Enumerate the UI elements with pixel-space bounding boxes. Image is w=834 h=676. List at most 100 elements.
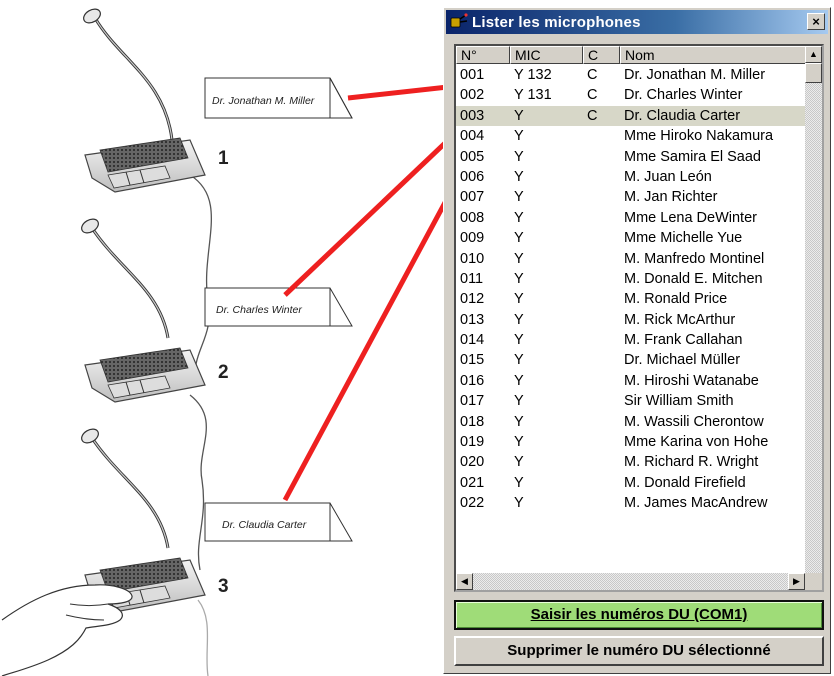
cell-nom: M. Frank Callahan: [624, 332, 743, 349]
cell-no: 013: [460, 311, 485, 328]
cell-mic: Y: [514, 474, 524, 491]
cell-mic: Y: [514, 495, 524, 512]
cell-nom: M. Donald E. Mitchen: [624, 270, 763, 287]
cell-nom: Mme Samira El Saad: [624, 148, 761, 165]
cell-no: 002: [460, 87, 485, 104]
close-button[interactable]: ×: [807, 13, 825, 30]
cell-mic: Y 131: [514, 87, 552, 104]
cell-no: 001: [460, 67, 485, 83]
seat-number-3: 3: [218, 576, 229, 597]
column-headers: N° MIC C Nom: [456, 46, 807, 64]
header-c[interactable]: C: [583, 46, 620, 64]
cell-mic: Y: [514, 434, 524, 451]
cell-mic: Y: [514, 352, 524, 369]
cell-c: C: [587, 107, 598, 124]
cell-nom: Sir William Smith: [624, 393, 734, 410]
cell-c: [583, 432, 620, 452]
cell-c: [583, 371, 620, 391]
header-nom[interactable]: Nom: [620, 46, 807, 64]
cell-nom: M. Jan Richter: [624, 189, 718, 206]
cell-c: [583, 208, 620, 228]
scroll-right-button[interactable]: ▶: [788, 573, 805, 590]
header-mic[interactable]: MIC: [510, 46, 583, 64]
scroll-left-button[interactable]: ◀: [456, 573, 473, 590]
cell-c: [583, 187, 620, 207]
cell-nom: M. Manfredo Montinel: [624, 250, 765, 267]
enter-du-numbers-button[interactable]: Saisir les numéros DU (COM1): [454, 600, 824, 630]
app-icon: [450, 13, 468, 28]
cell-no: 003: [460, 107, 485, 124]
cell-nom: M. Richard R. Wright: [624, 454, 759, 471]
cell-no: 007: [460, 189, 485, 206]
cell-no: 011: [460, 270, 484, 287]
cell-nom: M. Donald Firefield: [624, 474, 746, 491]
cell-mic: Y: [514, 107, 524, 124]
cell-nom: Dr. Michael Müller: [624, 352, 741, 369]
table-row[interactable]: 001 Y 132 C Dr. Jonathan M. Miller: [456, 65, 807, 85]
cell-c: [583, 493, 620, 513]
cell-no: 016: [460, 372, 485, 389]
cell-no: 012: [460, 291, 485, 308]
header-no[interactable]: N°: [456, 46, 510, 64]
cell-c: [583, 167, 620, 187]
cell-c: [583, 330, 620, 350]
hand-illustration: [1, 584, 133, 676]
table-row[interactable]: 017 Y Sir William Smith: [456, 391, 807, 411]
svg-text:Dr. Charles Winter: Dr. Charles Winter: [216, 304, 302, 316]
cell-mic: Y: [514, 291, 524, 308]
seat-number-2: 2: [218, 362, 229, 383]
microphone-unit-2: [81, 218, 206, 403]
cell-mic: Y: [514, 413, 524, 430]
cell-mic: Y: [514, 332, 524, 349]
cell-mic: Y: [514, 372, 524, 389]
cell-c: [583, 228, 620, 248]
cell-mic: Y: [514, 393, 524, 410]
vertical-scroll-thumb[interactable]: [805, 63, 822, 83]
cell-mic: Y: [514, 168, 524, 185]
name-card-1: Dr. Jonathan M. Miller: [204, 77, 353, 119]
cell-no: 017: [460, 393, 485, 410]
table-row[interactable]: 012 Y M. Ronald Price: [456, 289, 807, 309]
cell-no: 010: [460, 250, 485, 267]
cell-nom: Mme Michelle Yue: [624, 230, 743, 247]
cell-mic: Y: [514, 148, 524, 165]
scroll-up-button[interactable]: ▲: [805, 46, 822, 63]
cell-nom: Dr. Charles Winter: [624, 87, 743, 104]
cell-c: [583, 412, 620, 432]
vertical-scrollbar[interactable]: ▲: [805, 46, 822, 573]
cell-c: C: [587, 67, 598, 83]
cell-mic: Y: [514, 250, 524, 267]
delete-du-number-button[interactable]: Supprimer le numéro DU sélectionné: [454, 636, 824, 666]
cell-no: 004: [460, 128, 485, 145]
microphone-unit-1: [83, 8, 206, 193]
cell-nom: Dr. Jonathan M. Miller: [624, 67, 766, 83]
cell-c: [583, 391, 620, 411]
table-row[interactable]: 010 Y M. Manfredo Montinel: [456, 249, 807, 269]
title-bar[interactable]: Lister les microphones ×: [446, 10, 828, 34]
cell-mic: Y 132: [514, 67, 552, 83]
cell-nom: M. James MacAndrew: [624, 495, 768, 512]
cell-mic: Y: [514, 311, 524, 328]
cell-nom: M. Ronald Price: [624, 291, 728, 308]
svg-text:Dr. Claudia Carter: Dr. Claudia Carter: [222, 519, 307, 531]
horizontal-scrollbar[interactable]: ◀ ▶: [456, 573, 805, 590]
